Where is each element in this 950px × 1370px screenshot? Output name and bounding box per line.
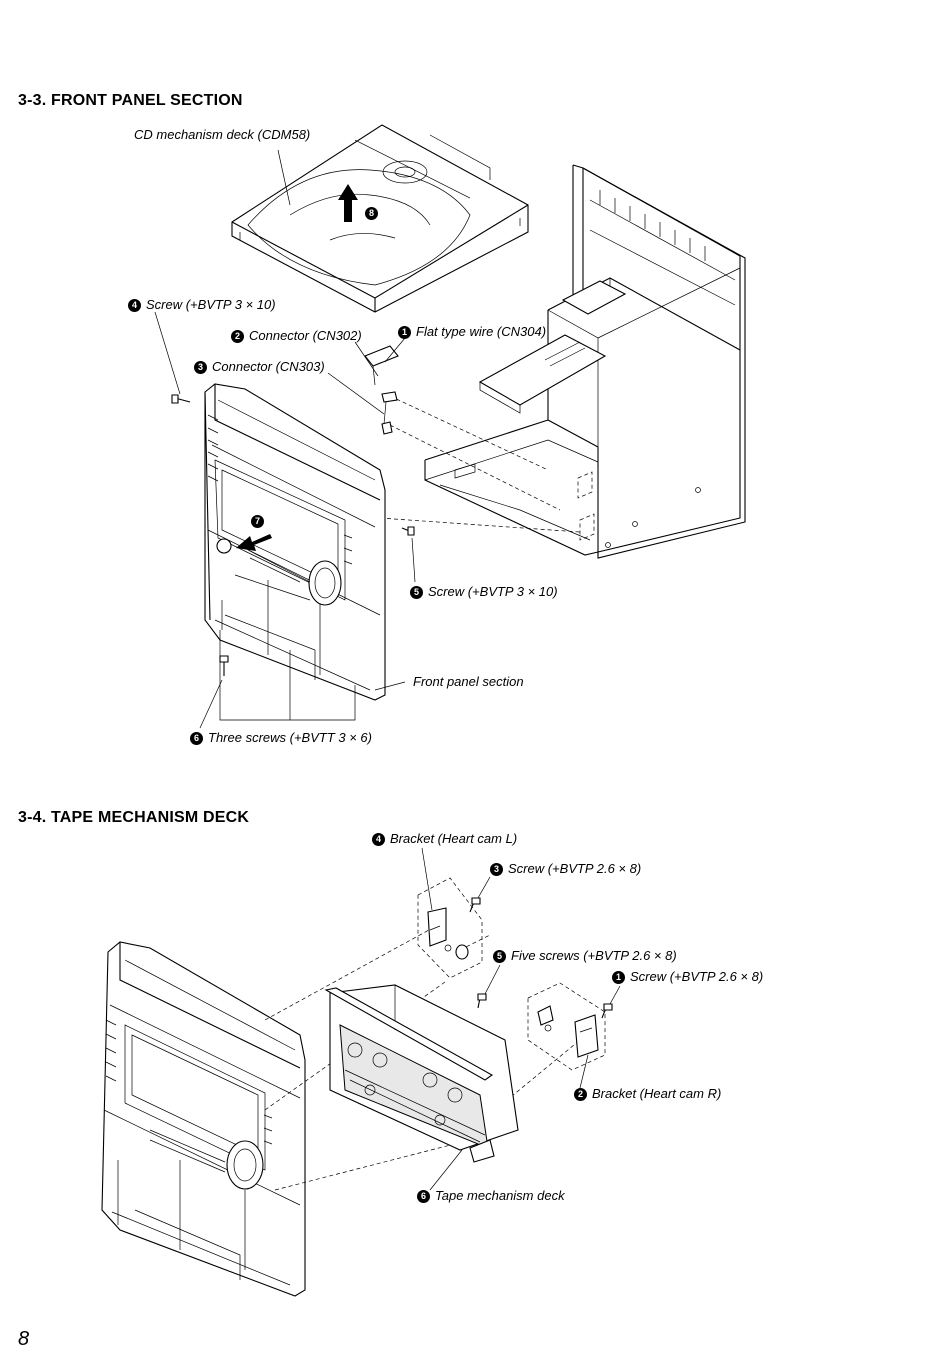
label-flat-type-wire: 1 Flat type wire (CN304) [398, 324, 546, 339]
label-five-screws-text: Five screws (+BVTP 2.6 × 8) [511, 948, 677, 963]
label-connector-cn302: 2 Connector (CN302) [231, 328, 362, 343]
label-connector-cn303: 3 Connector (CN303) [194, 359, 325, 374]
label-tape-mechanism-deck-text: Tape mechanism deck [435, 1188, 565, 1203]
callout-number-1b: 1 [612, 971, 625, 984]
bracket-heart-cam-l-drawing [417, 877, 483, 979]
label-five-screws: 5 Five screws (+BVTP 2.6 × 8) [493, 948, 677, 963]
callout-number-2b: 2 [574, 1088, 587, 1101]
label-screw-5-text: Screw (+BVTP 3 × 10) [428, 584, 558, 599]
page-number: 8 [18, 1328, 30, 1350]
label-three-screws-text: Three screws (+BVTT 3 × 6) [208, 730, 372, 745]
callout-number-4: 4 [128, 299, 141, 312]
label-connector-cn302-text: Connector (CN302) [249, 328, 362, 343]
pull-arrow-7 [236, 534, 272, 551]
callout-number-3: 3 [194, 361, 207, 374]
leader-lines-3-3 [154, 149, 416, 729]
label-bracket-heart-cam-l-text: Bracket (Heart cam L) [390, 831, 518, 846]
label-tape-mechanism-deck: 6 Tape mechanism deck [417, 1188, 565, 1203]
connectors-drawing [364, 345, 399, 435]
front-panel-drawing [204, 383, 386, 701]
lift-arrow-8 [338, 184, 358, 222]
front-panel-tape-drawing [101, 941, 306, 1297]
label-bracket-heart-cam-l: 4 Bracket (Heart cam L) [372, 831, 517, 846]
label-screw-3: 3 Screw (+BVTP 2.6 × 8) [490, 861, 641, 876]
section-title-front-panel: 3-3. FRONT PANEL SECTION [18, 92, 243, 109]
label-screw-4-text: Screw (+BVTP 3 × 10) [146, 297, 276, 312]
label-screw-1: 1 Screw (+BVTP 2.6 × 8) [612, 969, 763, 984]
callout-number-6b: 6 [417, 1190, 430, 1203]
step-marker-8: 8 [365, 205, 383, 220]
label-bracket-heart-cam-r-text: Bracket (Heart cam R) [592, 1086, 722, 1101]
step-number-8: 8 [365, 207, 378, 220]
label-connector-cn303-text: Connector (CN303) [212, 359, 325, 374]
bracket-heart-cam-r-drawing [527, 982, 606, 1071]
label-cd-mechanism-deck: CD mechanism deck (CDM58) [134, 127, 311, 142]
screws-3-4 [469, 897, 613, 1019]
callout-number-3b: 3 [490, 863, 503, 876]
section-title-tape-mechanism: 3-4. TAPE MECHANISM DECK [18, 809, 250, 826]
label-bracket-heart-cam-r: 2 Bracket (Heart cam R) [574, 1086, 721, 1101]
cd-mechanism-deck-drawing [231, 124, 529, 313]
label-screw-5: 5 Screw (+BVTP 3 × 10) [410, 584, 558, 599]
callout-number-5: 5 [410, 586, 423, 599]
leader-lines-3-4 [421, 847, 621, 1191]
callout-number-5b: 5 [493, 950, 506, 963]
label-screw-4: 4 Screw (+BVTP 3 × 10) [128, 297, 276, 312]
chassis-drawing [424, 164, 746, 559]
label-screw-1-text: Screw (+BVTP 2.6 × 8) [630, 969, 764, 984]
callout-number-2: 2 [231, 330, 244, 343]
step-marker-7: 7 [251, 513, 269, 528]
label-three-screws: 6 Three screws (+BVTT 3 × 6) [190, 730, 372, 745]
callout-number-4b: 4 [372, 833, 385, 846]
screws-3-3 [171, 394, 415, 676]
callout-number-1: 1 [398, 326, 411, 339]
label-screw-3-text: Screw (+BVTP 2.6 × 8) [508, 861, 642, 876]
step-number-7: 7 [251, 515, 264, 528]
callout-number-6: 6 [190, 732, 203, 745]
label-flat-type-wire-text: Flat type wire (CN304) [416, 324, 547, 339]
tape-mechanism-deck-drawing [324, 984, 519, 1163]
label-front-panel-section: Front panel section [413, 674, 524, 689]
